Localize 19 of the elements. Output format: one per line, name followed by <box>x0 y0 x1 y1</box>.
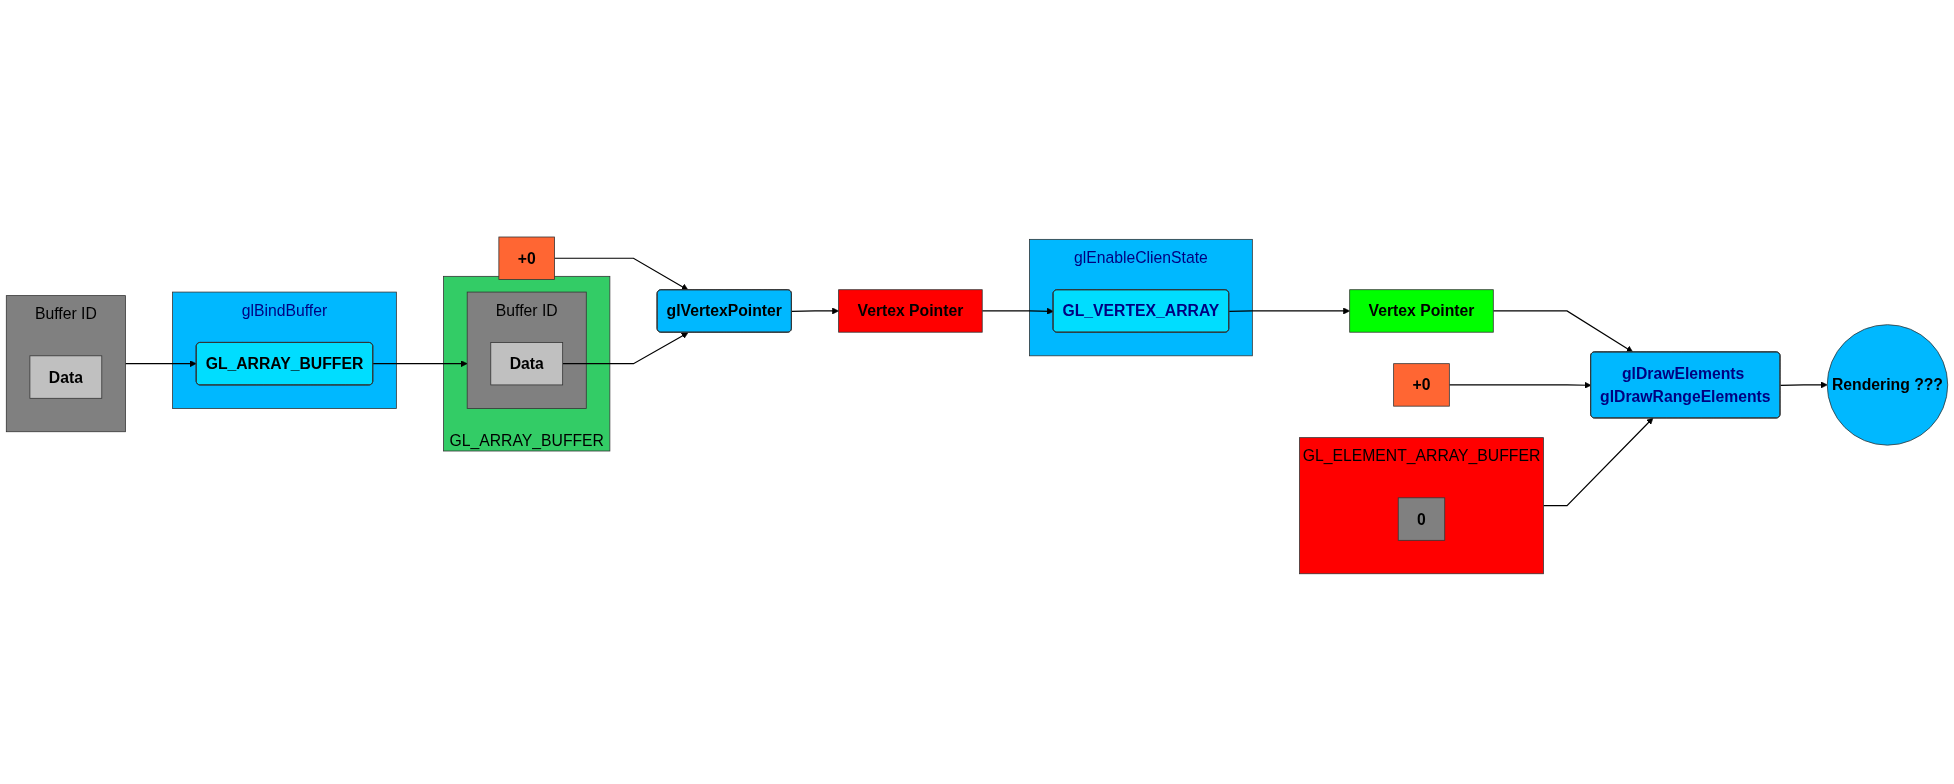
node-box: Vertex Pointer <box>1349 289 1494 333</box>
arrow <box>124 360 197 368</box>
arrow <box>1492 310 1634 353</box>
node-box: Vertex Pointer <box>838 289 983 333</box>
node-circle: Rendering ??? <box>1826 324 1949 446</box>
arrow <box>1448 381 1592 389</box>
node-box: +0 <box>498 236 555 280</box>
arrow <box>791 307 839 315</box>
arrow <box>554 257 689 291</box>
node-box: 0 <box>1397 497 1446 541</box>
arrow <box>1228 307 1350 315</box>
node-box: Data <box>29 355 103 399</box>
arrow <box>1779 381 1828 389</box>
arrow <box>1542 417 1654 507</box>
node-box: Data <box>490 342 564 386</box>
arrow <box>562 332 689 365</box>
arrow <box>372 360 468 368</box>
arrow <box>981 307 1054 315</box>
node-box: +0 <box>1393 363 1450 407</box>
